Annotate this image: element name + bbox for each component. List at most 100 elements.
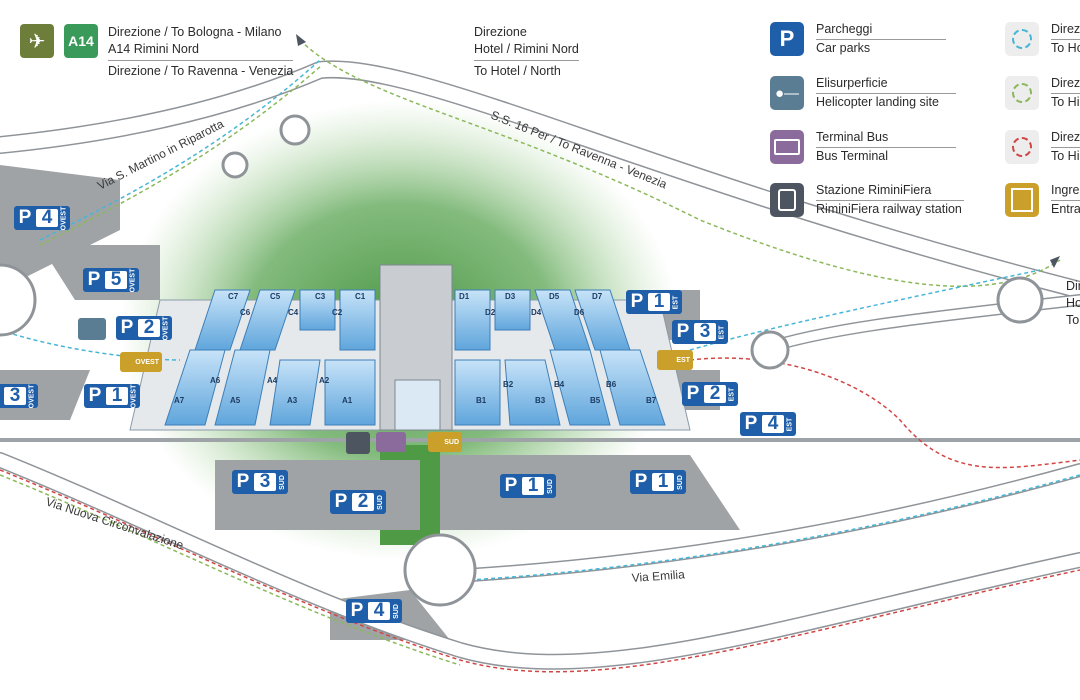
- parking-p2-ovest[interactable]: P 2 OVEST: [116, 316, 172, 340]
- direction-hotel-north: Direzione Hotel / Rimini Nord To Hotel /…: [474, 24, 579, 80]
- direction-line-2: Ho: [1066, 296, 1080, 310]
- legend-subtitle: To Ho: [1051, 41, 1080, 55]
- entrance-label: EST: [676, 356, 690, 364]
- hall-label: C6: [240, 308, 251, 317]
- airport-icon: ✈: [20, 24, 54, 58]
- hall-label: D3: [505, 292, 516, 301]
- parking-zone: EST: [672, 295, 680, 309]
- parking-number: 3: [4, 385, 26, 406]
- legend-subtitle: To Hig: [1051, 149, 1080, 163]
- direction-bologna: Direzione / To Bologna - Milano A14 Rimi…: [108, 24, 294, 80]
- legend-subtitle: RiminiFiera railway station: [816, 202, 962, 216]
- direction-line-3: To: [1066, 313, 1080, 327]
- legend-subtitle: To Hig: [1051, 95, 1080, 109]
- parking-zone: OVEST: [162, 316, 170, 340]
- hall-label: D6: [574, 308, 585, 317]
- train-station-icon: [346, 432, 370, 454]
- legend-title: Terminal Bus: [816, 130, 889, 144]
- parking-p4-est[interactable]: P 4 EST: [740, 412, 796, 436]
- legend-title: Ingre: [1051, 183, 1080, 197]
- parking-letter: P: [744, 413, 758, 434]
- hall-label: C2: [332, 308, 343, 317]
- parking-zone: SUD: [392, 603, 400, 619]
- parking-number: 1: [522, 475, 544, 496]
- legend-title: Stazione RiminiFiera: [816, 183, 932, 197]
- parking-number: 1: [106, 385, 128, 406]
- direction-line-1: Direzione: [474, 25, 527, 39]
- parking-p3-ovest[interactable]: P 3 OVEST: [0, 384, 38, 408]
- entrance-south-icon[interactable]: SUD: [428, 432, 462, 452]
- entrance-west-icon[interactable]: OVEST: [120, 352, 162, 372]
- parking-icon: P: [770, 22, 804, 56]
- parking-p5-ovest[interactable]: P 5 OVEST: [83, 268, 139, 292]
- legend-subtitle: Car parks: [816, 41, 871, 55]
- hall-label: C4: [288, 308, 299, 317]
- parking-letter: P: [18, 207, 32, 228]
- parking-number: 1: [648, 291, 670, 312]
- arrow-east-icon: [1050, 256, 1060, 268]
- parking-letter: P: [686, 383, 700, 404]
- entrance-icon: [1005, 183, 1039, 217]
- hall-label: C1: [355, 292, 366, 301]
- direction-line-2: A14 Rimini Nord: [108, 42, 200, 56]
- parking-zone: SUD: [278, 474, 286, 490]
- parking-p1-ovest[interactable]: P 1 OVEST: [84, 384, 140, 408]
- parking-letter: P: [350, 600, 364, 621]
- hall-label: D5: [549, 292, 560, 301]
- hall-label: B4: [554, 380, 565, 389]
- parking-p2-est[interactable]: P 2 EST: [682, 382, 738, 406]
- parking-number: 4: [36, 207, 58, 228]
- legend-subtitle: Bus Terminal: [816, 149, 889, 163]
- legend-title: Direz: [1051, 22, 1080, 36]
- parking-letter: P: [88, 385, 102, 406]
- hall-label: B3: [535, 396, 546, 405]
- parking-number: 4: [368, 600, 390, 621]
- parking-letter: P: [634, 471, 648, 492]
- hall-label: B2: [503, 380, 514, 389]
- legend-subtitle: Entra: [1051, 202, 1080, 216]
- parking-zone: OVEST: [129, 268, 137, 292]
- hall-label: B6: [606, 380, 617, 389]
- parking-p1-est[interactable]: P 1 EST: [626, 290, 682, 314]
- legend-title: Direz: [1051, 76, 1080, 90]
- halls: [164, 289, 666, 426]
- parking-p1-sud-east[interactable]: P 1 SUD: [630, 470, 686, 494]
- parking-number: 2: [138, 317, 160, 338]
- direction-right: Dir Ho To: [1066, 278, 1080, 329]
- parking-zone: SUD: [376, 494, 384, 510]
- parking-p3-est[interactable]: P 3 EST: [672, 320, 728, 344]
- a14-badge: A14: [64, 24, 98, 58]
- hall-label: D1: [459, 292, 470, 301]
- bus-icon: [770, 130, 804, 164]
- route-blue-icon: [1005, 22, 1039, 56]
- parking-p1-sud-west[interactable]: P 1 SUD: [500, 474, 556, 498]
- parking-p3-sud[interactable]: P 3 SUD: [232, 470, 288, 494]
- parking-letter: P: [630, 291, 644, 312]
- legend-title: Parcheggi: [816, 22, 873, 36]
- entrance-east-icon[interactable]: EST: [657, 350, 693, 370]
- hall-label: A5: [230, 396, 241, 405]
- hall-label: C3: [315, 292, 326, 301]
- legend-title: Direz: [1051, 130, 1080, 144]
- hall-label: A4: [267, 376, 278, 385]
- legend-subtitle: Helicopter landing site: [816, 95, 939, 109]
- helicopter-icon: [78, 318, 106, 340]
- hall-label: A3: [287, 396, 298, 405]
- hall-label: B5: [590, 396, 601, 405]
- legend-title: Elisurperficie: [816, 76, 888, 90]
- parking-letter: P: [120, 317, 134, 338]
- parking-letter: P: [504, 475, 518, 496]
- route-green-icon: [1005, 76, 1039, 110]
- hall-label: D4: [531, 308, 542, 317]
- parking-p2-sud[interactable]: P 2 SUD: [330, 490, 386, 514]
- parking-p4-sud[interactable]: P 4 SUD: [346, 599, 402, 623]
- parking-p4-ovest[interactable]: P 4 OVEST: [14, 206, 70, 230]
- entrance-label: SUD: [444, 438, 459, 446]
- direction-line-2: Hotel / Rimini Nord: [474, 42, 579, 56]
- parking-number: 5: [105, 269, 127, 290]
- parking-letter: P: [236, 471, 250, 492]
- parking-zone: OVEST: [60, 206, 68, 230]
- route-red-icon: [1005, 130, 1039, 164]
- parking-zone: EST: [718, 325, 726, 339]
